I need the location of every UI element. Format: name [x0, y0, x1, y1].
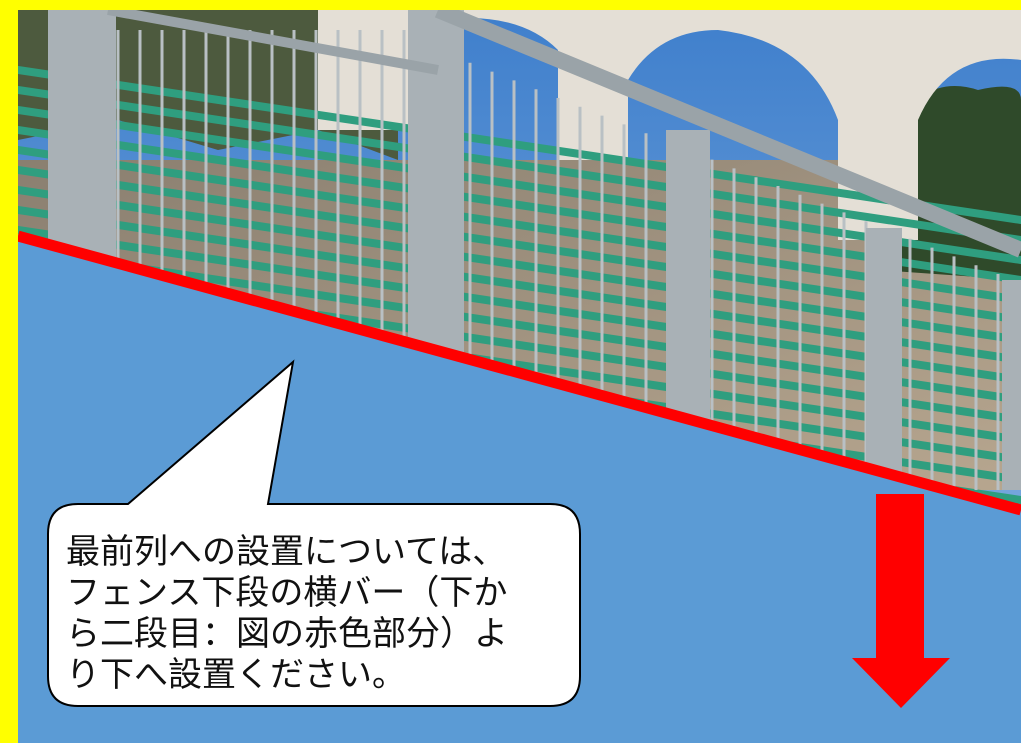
down-arrow-icon — [852, 494, 950, 708]
annotation-line: ら二段目：図の赤色部分）よ — [66, 614, 508, 654]
annotation-line: り下へ設置ください。 — [66, 655, 406, 695]
fence-post — [866, 228, 902, 488]
fence-post — [666, 130, 710, 450]
fence-post — [408, 10, 464, 400]
fence-scene — [18, 10, 1021, 743]
speech-bubble — [47, 359, 581, 707]
photo-stage: 最前列への設置については、 フェンス下段の横バー（下か ら二段目：図の赤色部分）… — [18, 10, 1021, 743]
red-line — [18, 230, 1021, 516]
fence-top-rail — [107, 10, 439, 75]
annotation-text: 最前列への設置については、 フェンス下段の横バー（下か ら二段目：図の赤色部分）… — [66, 532, 586, 696]
fence-top-rail — [434, 10, 1021, 258]
fence-post — [1002, 280, 1021, 490]
annotation-line: 最前列への設置については、 — [66, 532, 507, 572]
annotation-line: フェンス下段の横バー（下か — [66, 573, 508, 613]
